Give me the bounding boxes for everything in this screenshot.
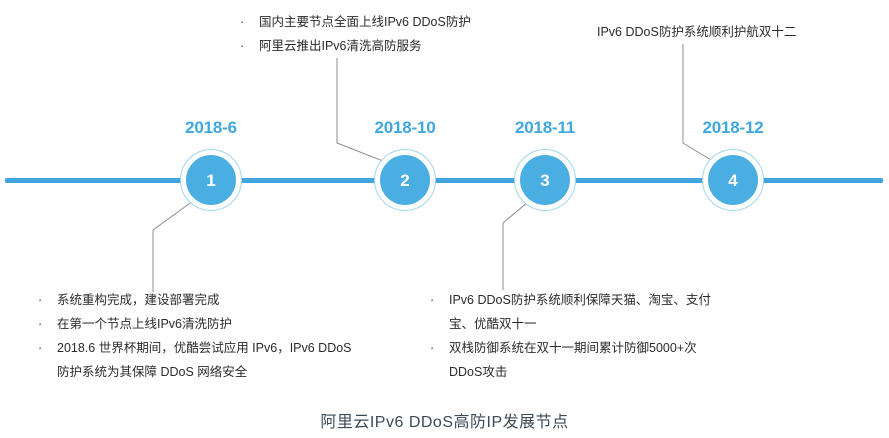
bullet-glyph: · (240, 15, 245, 29)
timeline-node-4[interactable]: 4 (702, 149, 764, 211)
connector-node-3 (502, 201, 529, 290)
bullet-item: · 2018.6 世界杯期间，优酷尝试应用 IPv6，IPv6 DDoS 防护系… (38, 336, 358, 384)
annotation-node-4-label: IPv6 DDoS防护系统顺利护航双十二 (597, 25, 797, 39)
node-date-4: 2018-12 (702, 118, 764, 137)
bullet-label: 系统重构完成，建设部署完成 (57, 293, 220, 307)
bullet-item: · 系统重构完成，建设部署完成 (38, 288, 358, 312)
node-number-2: 2 (380, 155, 430, 205)
timeline-node-2[interactable]: 2 (374, 149, 436, 211)
timeline-node-3[interactable]: 3 (514, 149, 576, 211)
node-date-2: 2018-10 (374, 118, 436, 137)
node-number-4: 4 (708, 155, 758, 205)
node-number-1: 1 (186, 155, 236, 205)
bullet-glyph: · (430, 341, 435, 355)
bullet-glyph: · (38, 317, 43, 331)
bullet-label: 2018.6 世界杯期间，优酷尝试应用 IPv6，IPv6 DDoS 防护系统为… (57, 341, 352, 379)
connector-node-1 (152, 200, 194, 292)
connector-node-2 (336, 58, 389, 164)
bullet-label: 阿里云推出IPv6清洗高防服务 (259, 39, 422, 53)
node-number-3: 3 (520, 155, 570, 205)
connector-node-4 (682, 44, 717, 164)
bullet-item: · 国内主要节点全面上线IPv6 DDoS防护 (240, 10, 540, 34)
bullet-glyph: · (38, 341, 43, 355)
bullet-glyph: · (430, 293, 435, 307)
bullet-glyph: · (38, 293, 43, 307)
figure-caption: 阿里云IPv6 DDoS高防IP发展节点 (320, 414, 569, 431)
bullet-label: 双栈防御系统在双十一期间累计防御5000+次DDoS攻击 (449, 341, 697, 379)
annotation-node-2: · 国内主要节点全面上线IPv6 DDoS防护 · 阿里云推出IPv6清洗高防服… (240, 10, 540, 58)
bullet-item: · 双栈防御系统在双十一期间累计防御5000+次DDoS攻击 (430, 336, 720, 384)
bullet-item: · 阿里云推出IPv6清洗高防服务 (240, 34, 540, 58)
bullet-label: 在第一个节点上线IPv6清洗防护 (57, 317, 233, 331)
annotation-node-4: IPv6 DDoS防护系统顺利护航双十二 (597, 20, 796, 44)
node-date-1: 2018-6 (185, 118, 237, 137)
node-date-3: 2018-11 (514, 118, 576, 137)
annotation-node-3: · IPv6 DDoS防护系统顺利保障天猫、淘宝、支付宝、优酷双十一 · 双栈防… (430, 288, 720, 384)
timeline-node-1[interactable]: 1 (180, 149, 242, 211)
annotation-node-1: · 系统重构完成，建设部署完成 · 在第一个节点上线IPv6清洗防护 · 201… (38, 288, 358, 384)
bullet-item: · 在第一个节点上线IPv6清洗防护 (38, 312, 358, 336)
timeline-axis (5, 178, 883, 183)
bullet-item: · IPv6 DDoS防护系统顺利保障天猫、淘宝、支付宝、优酷双十一 (430, 288, 720, 336)
bullet-label: IPv6 DDoS防护系统顺利保障天猫、淘宝、支付宝、优酷双十一 (449, 293, 711, 331)
bullet-glyph: · (240, 39, 245, 53)
bullet-label: 国内主要节点全面上线IPv6 DDoS防护 (259, 15, 471, 29)
